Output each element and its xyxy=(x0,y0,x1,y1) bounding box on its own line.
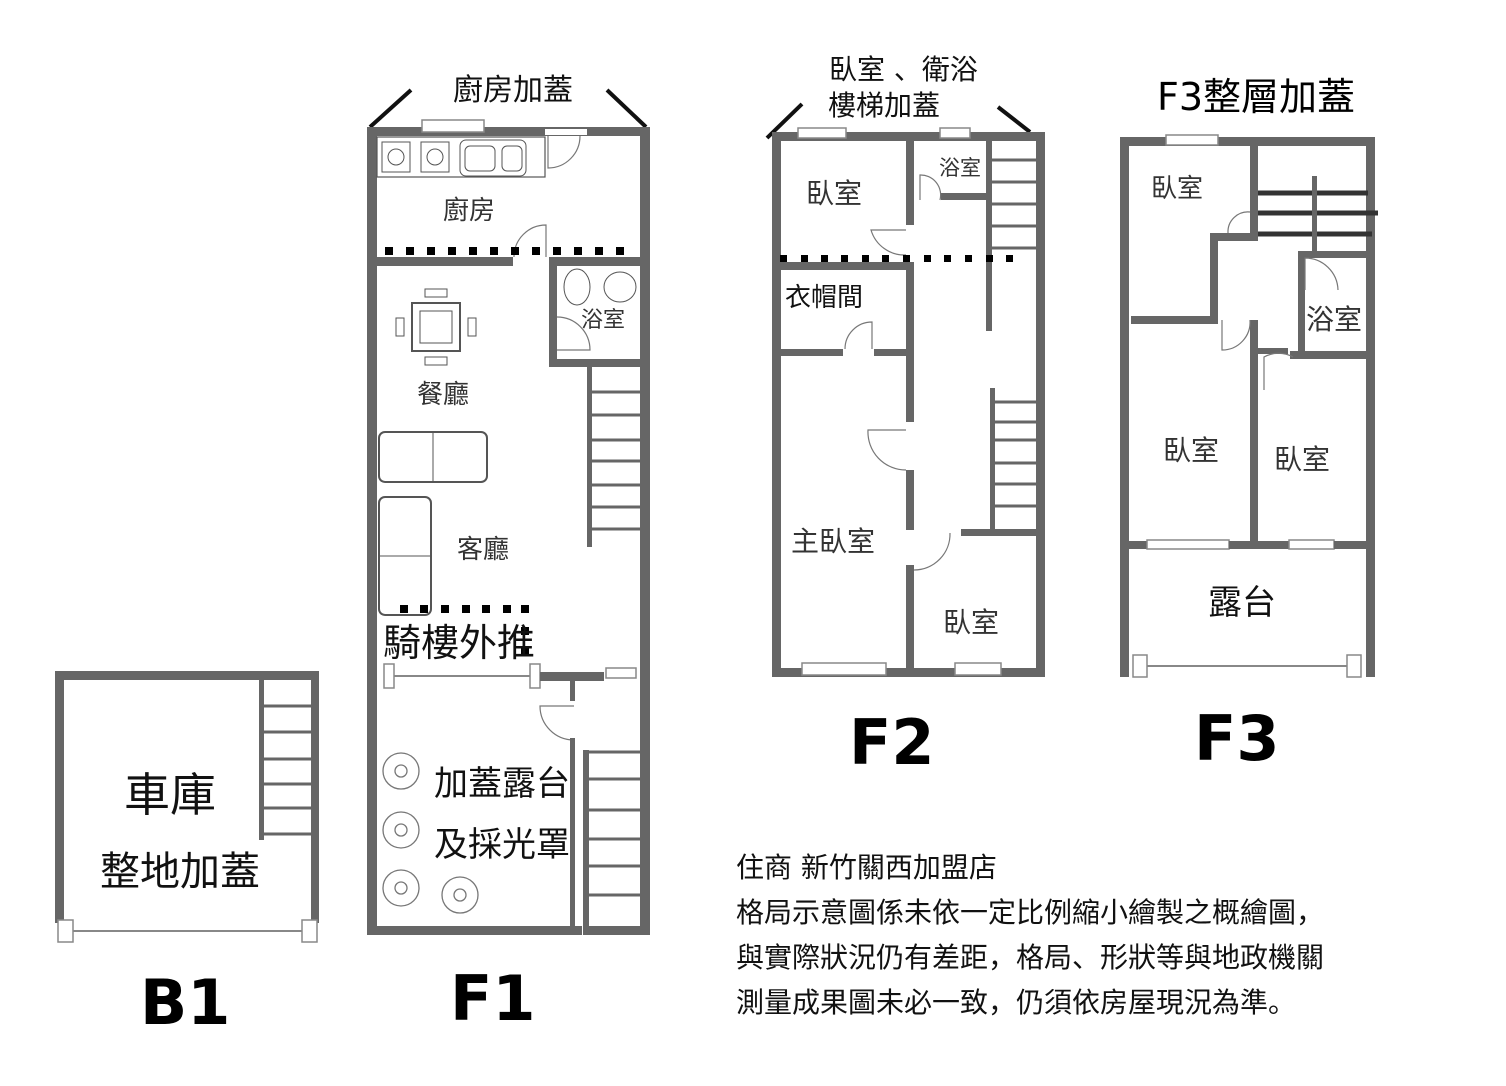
f3-bedroom-3-label: 臥室 xyxy=(1274,443,1331,476)
f1-skylight-label: 及採光罩 xyxy=(434,825,570,865)
b1-stairs xyxy=(264,704,311,836)
f2-plan xyxy=(765,102,1045,677)
floor-label-f3: F3 xyxy=(1194,702,1280,775)
b1-plan xyxy=(55,671,319,943)
f2-extension-note-line1: 臥室 、衛浴 xyxy=(829,53,978,86)
f3-plan xyxy=(1120,134,1378,678)
f3-balcony-label: 露台 xyxy=(1208,583,1276,623)
f1-dining-label: 餐廳 xyxy=(417,380,470,410)
disclaimer-block: 住商 新竹關西加盟店 格局示意圖係未依一定比例縮小繪製之概繪圖， 與實際狀況仍有… xyxy=(736,845,1324,1025)
f1-arcade-extension-label: 騎樓外推 xyxy=(383,621,536,665)
f1-kitchen-extension-boundary xyxy=(385,247,624,255)
disclaimer-line-2: 與實際狀況仍有差距，格局、形狀等與地政機關 xyxy=(736,941,1325,974)
f1-living-label: 客廳 xyxy=(457,535,510,565)
f2-bedroom-2-label: 臥室 xyxy=(943,606,1000,639)
floor-label-f2: F2 xyxy=(849,706,935,779)
f3-bathroom-label: 浴室 xyxy=(1306,303,1363,336)
f2-bedroom-1-label: 臥室 xyxy=(806,177,863,210)
f1-kitchen-extension-note: 廚房加蓋 xyxy=(453,73,573,108)
b1-garage-note: 整地加蓋 xyxy=(100,849,260,895)
b1-stair-wall xyxy=(259,680,264,840)
b1-wall-top xyxy=(55,671,319,680)
floor-label-f1: F1 xyxy=(450,962,536,1035)
disclaimer-line-1: 格局示意圖係未依一定比例縮小繪製之概繪圖， xyxy=(736,896,1325,929)
f1-annotation-line-right xyxy=(605,88,648,129)
f2-master-bedroom-label: 主臥室 xyxy=(791,525,876,558)
f3-extension-note: F3整層加蓋 xyxy=(1157,75,1356,119)
f2-extension-note-line2: 樓梯加蓋 xyxy=(828,89,941,122)
b1-door-post-right xyxy=(301,919,318,943)
floor-label-b1: B1 xyxy=(140,966,231,1039)
f1-terrace-label: 加蓋露台 xyxy=(434,764,570,804)
flower-icons xyxy=(382,752,479,914)
b1-garage-label: 車庫 xyxy=(124,768,216,822)
f2-bathroom-label: 浴室 xyxy=(939,156,981,180)
f3-bedroom-2-label: 臥室 xyxy=(1163,434,1220,467)
agency-name: 住商 新竹關西加盟店 xyxy=(736,851,997,884)
f2-closet-label: 衣帽間 xyxy=(785,283,864,313)
f1-plan xyxy=(367,88,650,935)
b1-wall-right xyxy=(311,671,319,923)
f3-bedroom-1-label: 臥室 xyxy=(1151,174,1204,204)
b1-wall-left xyxy=(55,671,64,923)
f1-annotation-line-left xyxy=(368,88,413,129)
disclaimer-line-3: 測量成果圖未必一致，仍須依房屋現況為準。 xyxy=(736,986,1297,1019)
b1-door-post-left xyxy=(57,919,74,943)
f1-bathroom-label: 浴室 xyxy=(581,308,626,333)
f2-extension-boundary xyxy=(780,255,1013,262)
f1-kitchen-label: 廚房 xyxy=(443,196,496,226)
f1-arcade-extension-boundary xyxy=(400,605,529,656)
